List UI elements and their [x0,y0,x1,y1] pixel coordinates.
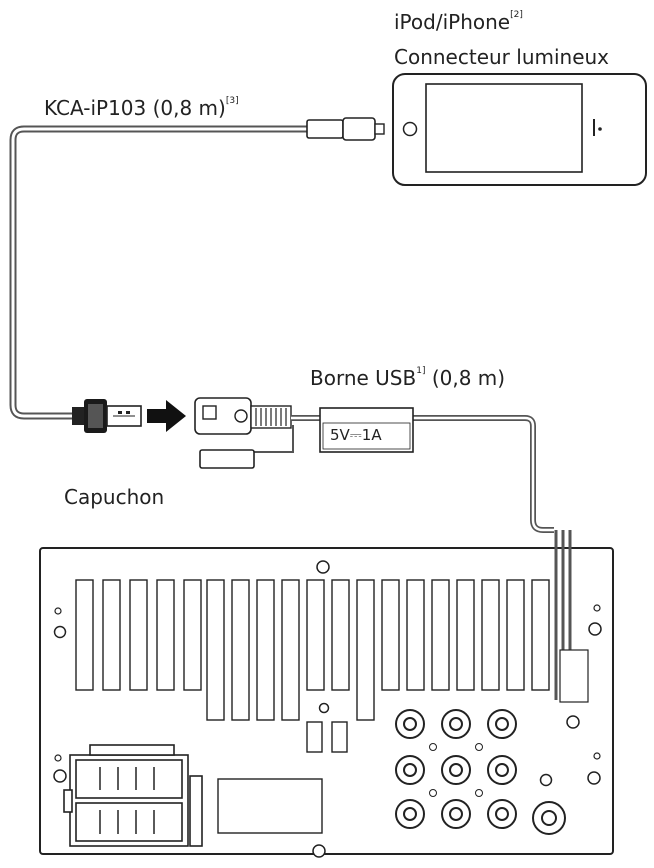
lightning-cable [9,117,385,433]
cap-label: Capuchon [64,485,165,509]
cable-label: KCA-iP103 (0,8 m)[3] [44,96,239,120]
iphone-label-text: iPod/iPhone [394,10,511,34]
cable-label-text: KCA-iP103 (0,8 m) [44,96,226,120]
usb-a-plug [72,399,142,433]
cable-label-note: [3] [225,96,239,106]
usb-terminal-label-note: 1] [416,366,426,376]
iso-connector [63,744,203,847]
power-rating-label: 5V⎓1A [330,426,382,444]
rca-jacks [395,709,566,835]
usb-cable [291,407,554,533]
arrow-right-icon [147,400,186,432]
usb-terminal-label-text: Borne USB [310,366,417,390]
lightning-plug [306,119,344,139]
head-unit-rear-panel [39,530,614,858]
usb-terminal [194,397,294,469]
iphone-label: iPod/iPhone[2] [394,10,523,34]
iphone-device [392,73,647,186]
usb-terminal-length: (0,8 m) [425,366,506,390]
home-button-icon [402,121,418,137]
usb-terminal-label: Borne USB1] (0,8 m) [310,366,506,390]
lightning-connector-label: Connecteur lumineux [394,45,610,69]
iphone-label-note: [2] [510,10,523,20]
cooling-slots [75,579,550,753]
cap [199,449,255,469]
